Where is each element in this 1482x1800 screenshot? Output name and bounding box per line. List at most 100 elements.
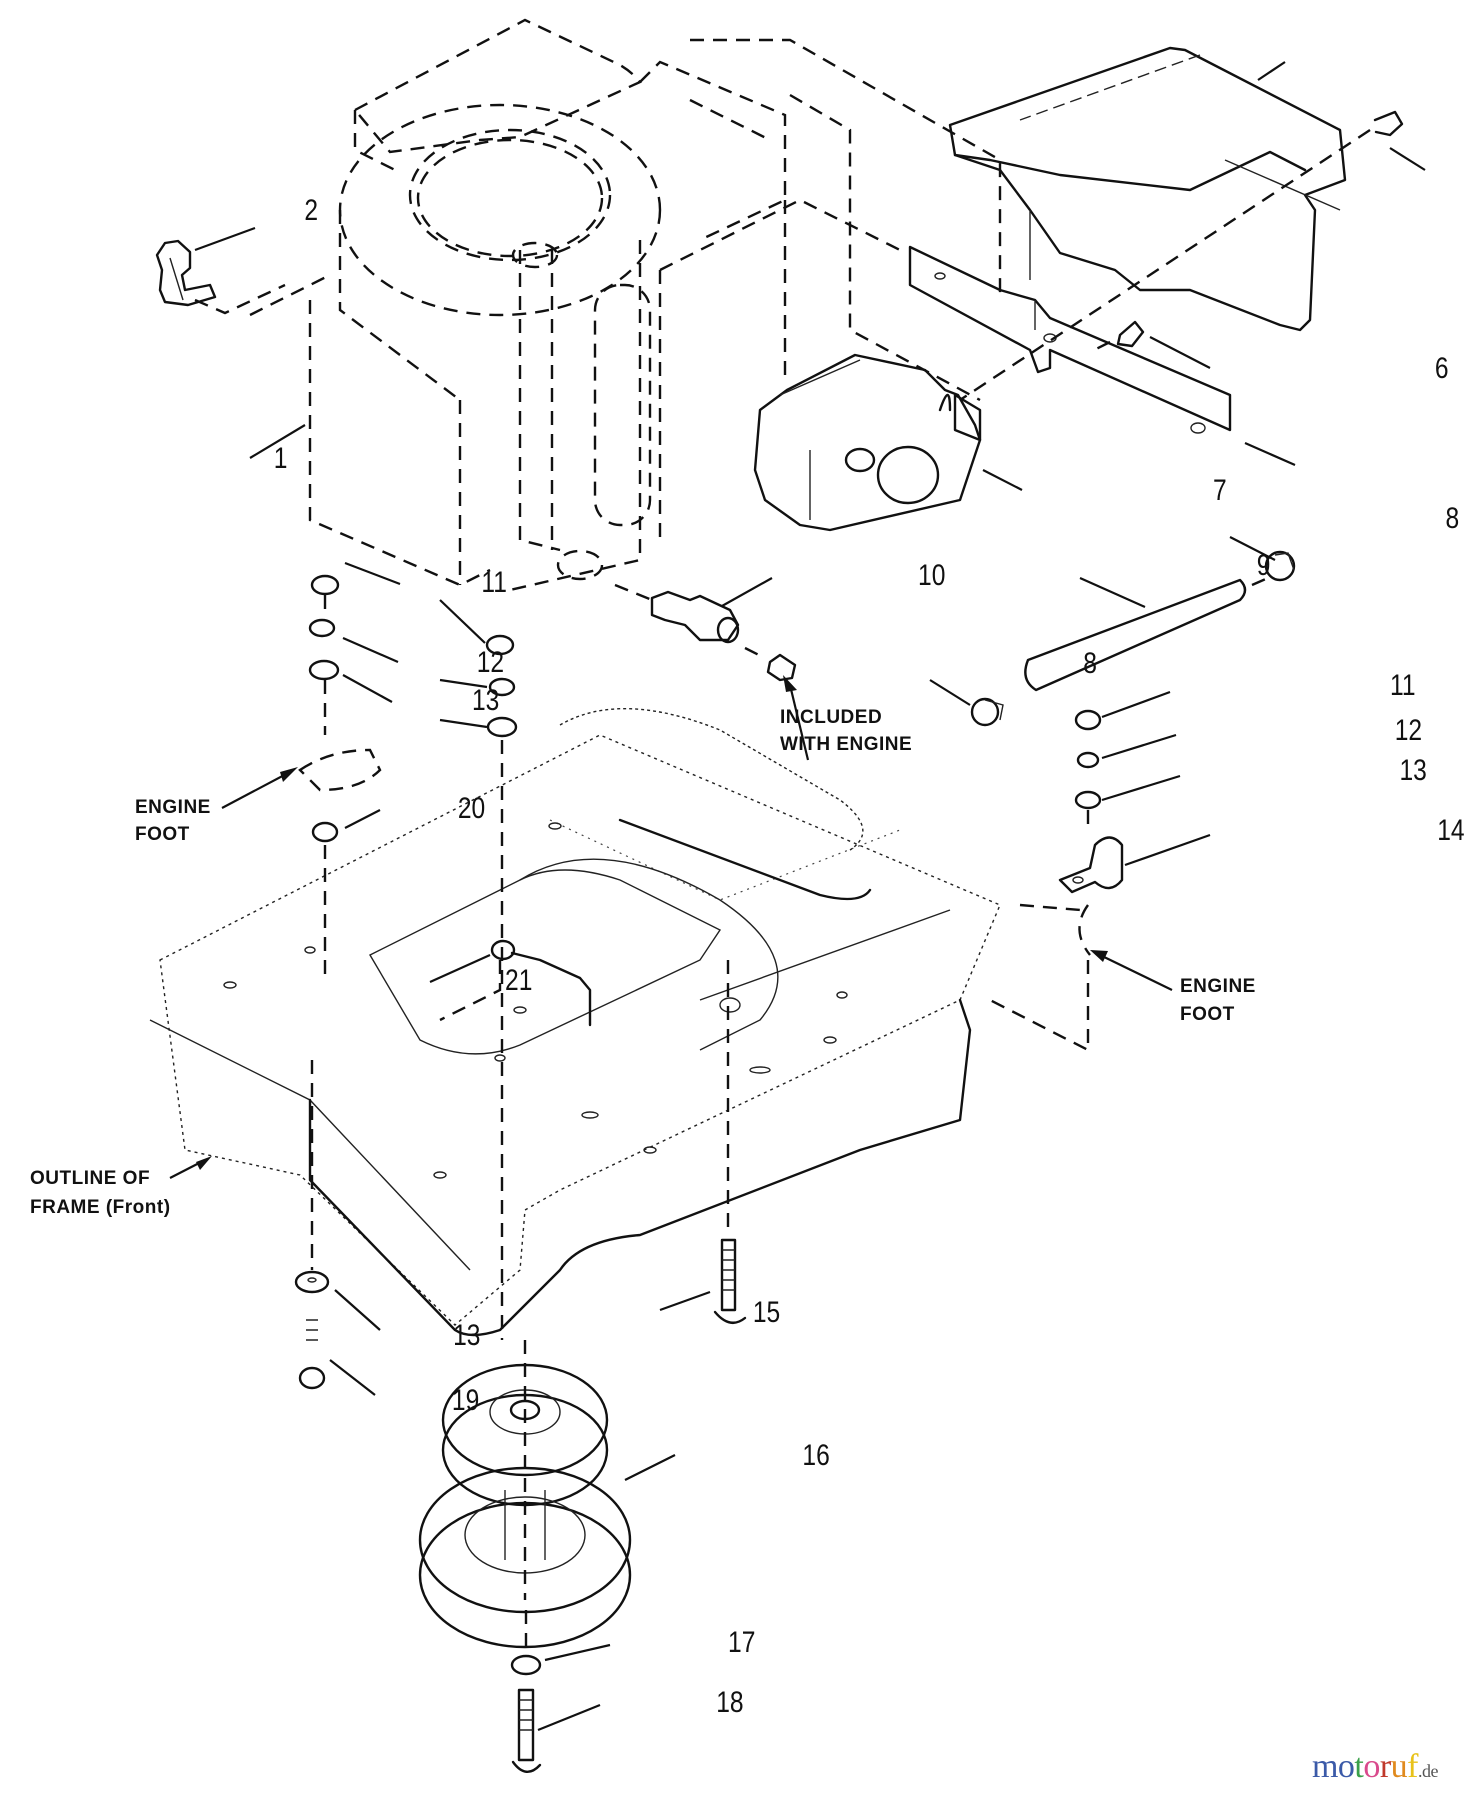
callout-number: 17: [728, 1625, 755, 1659]
annotation-line: ENGINE: [135, 797, 211, 818]
callout-6: 6: [1149, 336, 1449, 385]
callout-8: 8: [1229, 501, 1460, 561]
callout-number: 16: [802, 1438, 829, 1472]
callout-5: 5: [1244, 441, 1296, 467]
callout-leader-line: [1389, 147, 1426, 171]
callout-number: 6: [1435, 351, 1449, 385]
callout-number: 13: [453, 1318, 480, 1352]
callout-12: 12: [1101, 713, 1422, 760]
callout-number: 15: [753, 1295, 780, 1329]
callout-leader-line: [439, 678, 488, 689]
callout-number: 14: [1437, 813, 1464, 847]
engine-outline: [249, 18, 1002, 592]
callout-number: 12: [1395, 713, 1422, 747]
part-line-clamp: [989, 836, 1124, 1052]
callout-4: 4: [1389, 147, 1426, 171]
callout-leader-line: [429, 953, 491, 984]
callout-number: 13: [472, 683, 499, 717]
callout-number: 9: [1257, 548, 1271, 582]
callout-leader-line: [659, 1290, 711, 1312]
watermark-logo: motoruf.de: [1311, 1748, 1439, 1786]
callout-17: 17: [544, 1625, 755, 1662]
callout-20: 20: [344, 791, 485, 829]
callout-leader-line: [982, 469, 1023, 491]
callout-number: 12: [477, 645, 504, 679]
callout-leader-line: [342, 636, 399, 664]
annotation-arrows: [169, 675, 1173, 1179]
callout-15: 15: [659, 1290, 780, 1329]
callout-3: 3: [1257, 61, 1286, 81]
callout-8: 8: [929, 646, 1097, 706]
callout-leader-line: [1124, 833, 1211, 867]
hardware-stack-right: [1074, 709, 1102, 830]
hardware-stack-middle: [485, 634, 518, 1340]
annotation-line: ENGINE: [1180, 976, 1256, 997]
callout-number: 11: [1390, 668, 1416, 702]
callout-number: 1: [274, 441, 288, 475]
part-fuel-line: [1024, 578, 1247, 692]
callout-11: 11: [344, 561, 507, 599]
part-muffler-bracket: [908, 245, 1232, 434]
frame-outline: [149, 708, 1001, 1337]
callout-leader-line: [344, 561, 401, 586]
callout-labels: 1234567889101112131112131413151617181920…: [194, 61, 1465, 1732]
watermark-letter: m: [1311, 1748, 1338, 1785]
callout-16: 16: [624, 1438, 830, 1481]
annotation-engine-foot-right: ENGINE FOOT: [1180, 976, 1256, 1025]
annotation-line: FOOT: [135, 824, 190, 845]
callout-number: 13: [1399, 753, 1426, 787]
watermark-letter: o: [1363, 1748, 1380, 1785]
callout-9: 9: [1079, 548, 1271, 609]
callout-leader-line: [439, 718, 488, 729]
callout-leader-line: [537, 1703, 601, 1732]
callout-leader-line: [1244, 441, 1296, 467]
annotation-line: FRAME (Front): [30, 1197, 171, 1218]
callout-leader-line: [249, 424, 306, 459]
annotation-line: OUTLINE OF: [30, 1168, 150, 1189]
callout-leader-line: [544, 1643, 611, 1662]
annotation-line: WITH ENGINE: [780, 734, 912, 755]
part-muffler: [753, 353, 982, 532]
callout-leader-line: [624, 1454, 676, 1481]
part-nut-19: [298, 1319, 326, 1390]
watermark-letter: r: [1379, 1748, 1391, 1785]
watermark-tld: .de: [1418, 1761, 1439, 1781]
part-washer-13-lower: [294, 1060, 330, 1294]
watermark-letter: u: [1390, 1748, 1408, 1785]
part-throttle-link: [439, 939, 592, 1027]
watermark-letter: o: [1337, 1748, 1355, 1785]
callout-leader-line: [1149, 336, 1211, 369]
callout-number: 11: [481, 565, 507, 599]
annotation-line: FOOT: [1180, 1004, 1235, 1025]
callout-leader-line: [334, 1289, 381, 1331]
callout-leader-line: [194, 226, 256, 252]
annotation-engine-foot-left: ENGINE FOOT: [135, 797, 211, 845]
callout-7: 7: [982, 469, 1227, 507]
part-washer-17: [510, 1610, 542, 1676]
callout-leader-line: [1079, 576, 1146, 609]
callout-number: 7: [1213, 473, 1227, 507]
callout-13: 13: [334, 1289, 480, 1352]
callout-number: 19: [452, 1383, 479, 1417]
part-screw-6: [1089, 320, 1145, 354]
callout-14: 14: [1124, 813, 1465, 867]
callout-11: 11: [1101, 668, 1416, 719]
annotation-outline-of-frame: OUTLINE OF FRAME (Front): [30, 1168, 171, 1218]
callout-leader-line: [1101, 690, 1171, 719]
callout-number: 8: [1083, 646, 1097, 680]
callout-13: 13: [1101, 753, 1427, 802]
part-bolt-15: [713, 960, 747, 1324]
callout-leader-line: [929, 679, 971, 706]
callout-12: 12: [342, 636, 504, 679]
part-bolt-18: [511, 1688, 542, 1773]
callout-21: 21: [429, 953, 532, 997]
callout-number: 8: [1446, 501, 1460, 535]
callout-leader-line: [1101, 774, 1181, 802]
part-fuel-fitting: [614, 583, 797, 682]
callout-2: 2: [194, 193, 318, 252]
callout-leader-line: [329, 1359, 376, 1396]
part-muffler-shield: [948, 46, 1347, 332]
callout-leader-line: [721, 577, 773, 607]
callout-number: 2: [304, 193, 318, 227]
part-clip: [155, 239, 286, 315]
